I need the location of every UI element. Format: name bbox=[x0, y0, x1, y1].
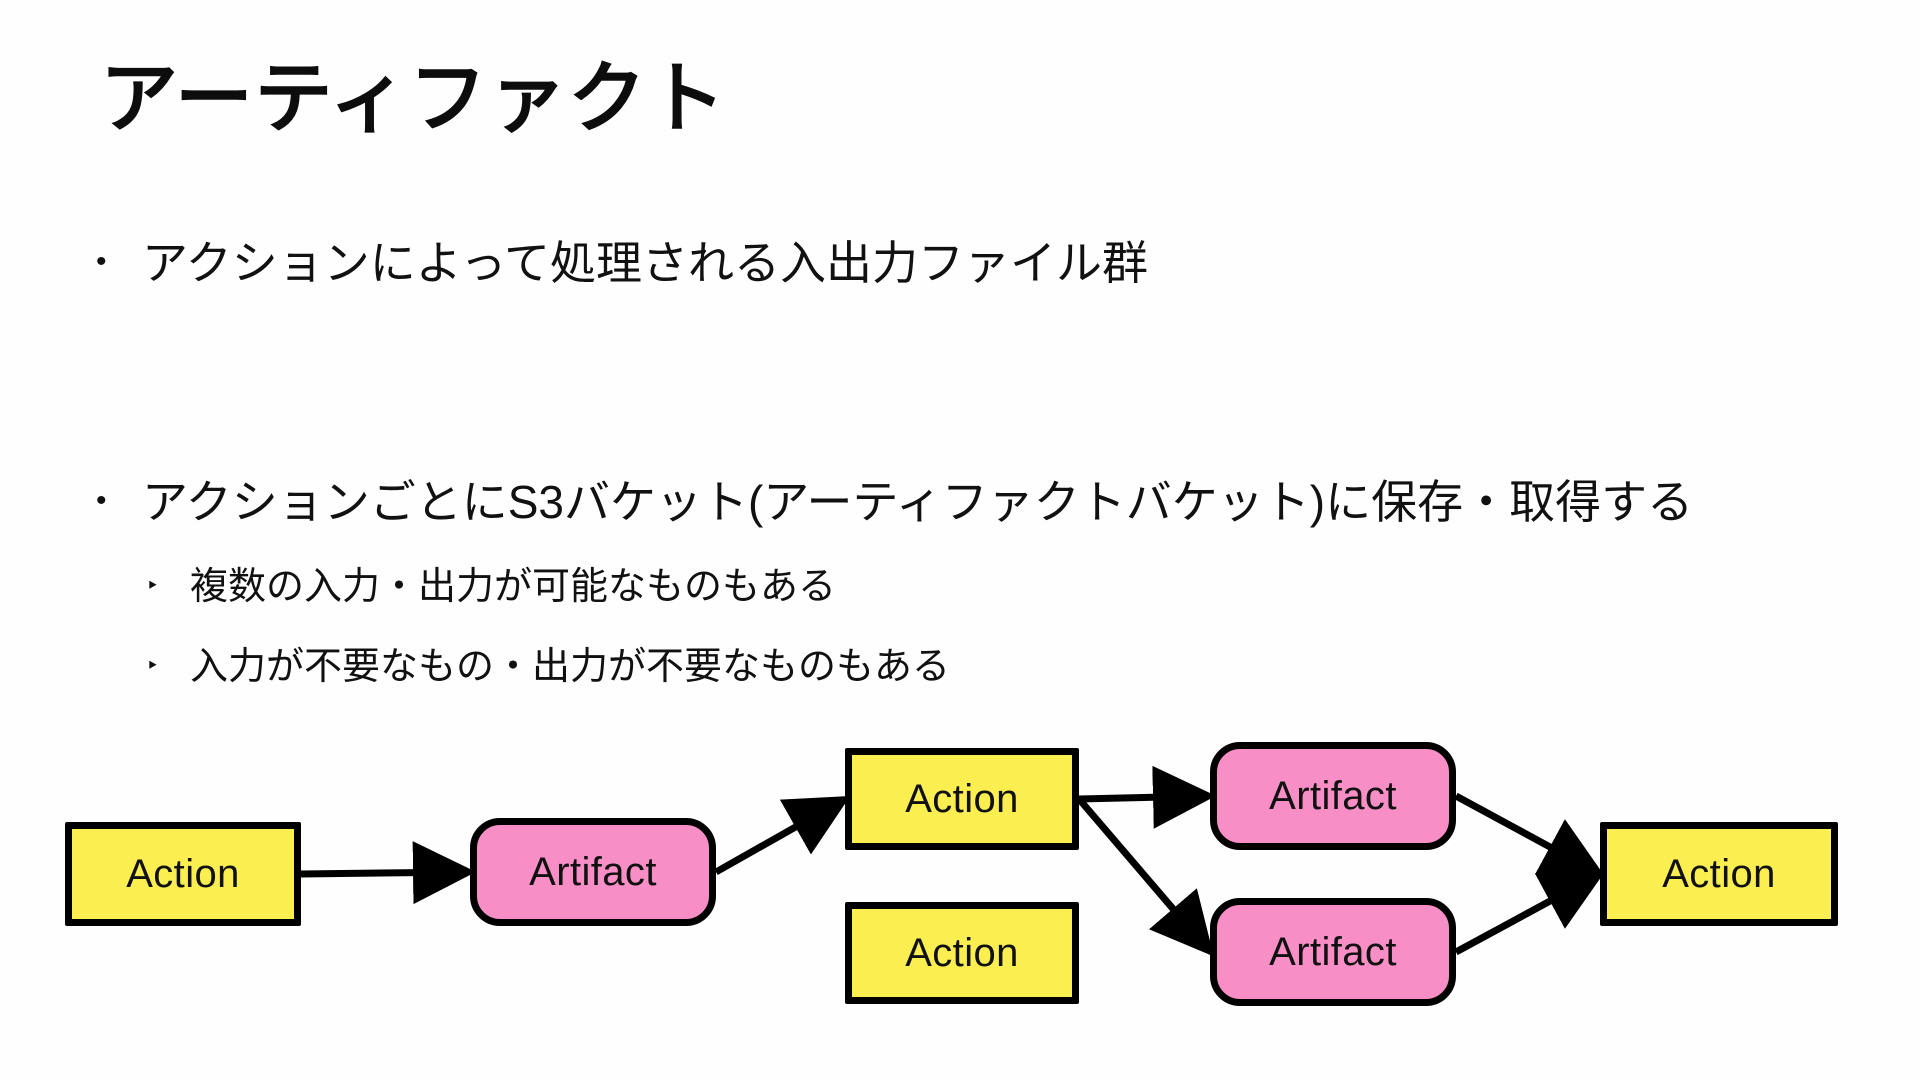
sub-bullet-item-2: ‣ 入力が不要なもの・出力が不要なものもある bbox=[146, 645, 950, 691]
diagram-node-action-3[interactable]: Action bbox=[845, 902, 1079, 1004]
diagram-edges-layer bbox=[300, 765, 1606, 957]
node-label: Action bbox=[126, 851, 240, 896]
node-label: Action bbox=[905, 776, 1019, 821]
node-label: Action bbox=[1662, 851, 1776, 896]
edge-action1-artifact1 bbox=[300, 841, 476, 905]
diagram-node-action-1[interactable]: Action bbox=[65, 822, 301, 926]
sub-bullet-item-1: ‣ 複数の入力・出力が可能なものもある bbox=[146, 565, 836, 611]
diagram-node-action-2[interactable]: Action bbox=[845, 748, 1079, 850]
sub-bullet-text: 入力が不要なもの・出力が不要なものもある bbox=[190, 646, 951, 688]
bullet-text: アクションによって処理される入出力ファイル群 bbox=[142, 237, 1149, 289]
diagram-node-artifact-1[interactable]: Artifact bbox=[470, 818, 716, 926]
edge-artifact2-action4 bbox=[1454, 792, 1606, 877]
bullet-text: アクションごとにS3バケット(アーティファクトバケット)に保存・取得する bbox=[142, 476, 1694, 528]
bullet-marker-icon: • bbox=[96, 245, 107, 278]
node-label: Artifact bbox=[1269, 773, 1397, 818]
sub-bullet-text: 複数の入力・出力が可能なものもある bbox=[190, 566, 837, 608]
edge-action2-artifact2 bbox=[1078, 765, 1216, 829]
edge-action2-artifact3 bbox=[1076, 796, 1214, 957]
diagram-node-action-4[interactable]: Action bbox=[1600, 822, 1838, 926]
edge-artifact3-action4 bbox=[1454, 871, 1606, 956]
page-title: アーティファクト bbox=[100, 54, 728, 142]
pipeline-diagram: Action Artifact Action Action Artifact A… bbox=[0, 700, 1920, 1080]
diagram-node-artifact-3[interactable]: Artifact bbox=[1210, 898, 1456, 1006]
sub-bullet-marker-icon: ‣ bbox=[146, 653, 159, 678]
node-label: Artifact bbox=[529, 849, 657, 894]
diagram-node-artifact-2[interactable]: Artifact bbox=[1210, 742, 1456, 850]
edge-artifact1-action2 bbox=[714, 796, 851, 876]
sub-bullet-marker-icon: ‣ bbox=[146, 573, 159, 598]
bullet-item-2: • アクションごとにS3バケット(アーティファクトバケット)に保存・取得する bbox=[96, 475, 1693, 530]
node-label: Artifact bbox=[1269, 929, 1397, 974]
node-label: Action bbox=[905, 930, 1019, 975]
bullet-item-1: • アクションによって処理される入出力ファイル群 bbox=[96, 236, 1148, 291]
bullet-marker-icon: • bbox=[96, 484, 107, 517]
